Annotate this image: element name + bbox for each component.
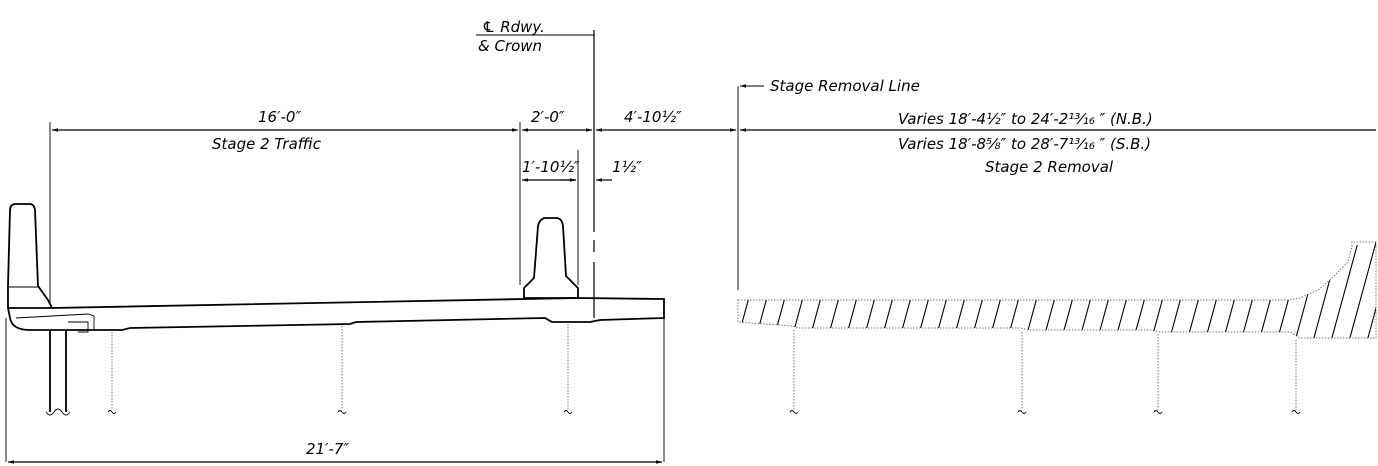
hatch-line xyxy=(1023,242,1055,338)
girder-3-break xyxy=(563,410,573,414)
barrier-offset-text: 2′-0″ xyxy=(531,108,565,126)
hatch-line xyxy=(1347,242,1376,338)
stage2-removal-section xyxy=(700,235,1377,414)
hatch-line xyxy=(1131,242,1163,338)
hatch-line xyxy=(1167,242,1199,338)
barrier-gap-text: 1½″ xyxy=(612,158,642,176)
varies-sb-text: Varies 18′-8⅝″ to 28′-7¹³⁄₁₆ ″ (S.B.) xyxy=(898,135,1151,153)
dimension-row-barrier: 1′-10½″ 1½″ xyxy=(522,158,642,182)
removal-outline xyxy=(737,241,1377,339)
exterior-girder-break xyxy=(45,408,71,416)
hatch-line xyxy=(1185,242,1217,338)
girder-2-break xyxy=(337,410,347,414)
hatch-line xyxy=(1329,242,1361,338)
removal-girder-2-break xyxy=(1017,410,1027,414)
removal-girder-3-break xyxy=(1153,410,1163,414)
hatch-line xyxy=(771,242,803,338)
hatch-line xyxy=(738,242,749,338)
hatch-line xyxy=(1077,242,1109,338)
stage2-traffic-text: Stage 2 Traffic xyxy=(212,135,322,153)
stage-removal-line-label: Stage Removal Line xyxy=(770,77,920,95)
hatch-line xyxy=(1149,242,1181,338)
stage-removal-line-callout: Stage Removal Line xyxy=(737,77,920,290)
bearing-detail xyxy=(68,321,89,333)
removal-hatching xyxy=(700,235,1376,345)
hatch-line xyxy=(1275,242,1307,338)
girder-1-break xyxy=(107,410,117,414)
hatch-line xyxy=(1239,242,1271,338)
hatch-line xyxy=(700,235,730,345)
exterior-girder-web xyxy=(49,330,67,412)
overall-width-text: 21′-7″ xyxy=(306,440,349,458)
hatch-line xyxy=(1095,242,1127,338)
hatch-line xyxy=(1113,242,1145,338)
removal-girder-4-break xyxy=(1291,410,1301,414)
hatch-line xyxy=(1311,242,1343,338)
removal-girder-1-break xyxy=(789,410,799,414)
temporary-barrier xyxy=(523,217,579,299)
dimension-row-primary: 16′-0″ Stage 2 Traffic 2′-0″ 4′-10½″ Var… xyxy=(49,108,1376,305)
hatch-line xyxy=(1293,242,1325,338)
centerline-callout: ℄ Rdwy. & Crown xyxy=(476,18,595,318)
hatch-line xyxy=(753,242,785,338)
stage2-removal-text: Stage 2 Removal xyxy=(985,158,1114,176)
deck-slab xyxy=(7,297,665,331)
varies-nb-text: Varies 18′-4½″ to 24′-2¹³⁄₁₆ ″ (N.B.) xyxy=(898,110,1153,128)
hatch-line xyxy=(1203,242,1235,338)
hatch-line xyxy=(738,242,767,338)
hatch-line xyxy=(1365,242,1376,338)
offset-to-removal-text: 4′-10½″ xyxy=(624,108,682,126)
stage2-deck-section xyxy=(5,203,665,462)
hatch-line xyxy=(1221,242,1253,338)
centerline-label: ℄ Rdwy. xyxy=(482,18,545,36)
deck-overhang-inner xyxy=(15,313,95,330)
crown-label: & Crown xyxy=(478,37,542,55)
hatch-line xyxy=(1059,242,1091,338)
hatch-line xyxy=(1041,242,1073,338)
traffic-width-text: 16′-0″ xyxy=(258,108,301,126)
overall-dimension: 21′-7″ xyxy=(8,440,662,464)
left-parapet xyxy=(7,203,54,309)
hatch-line xyxy=(1257,242,1289,338)
barrier-width-text: 1′-10½″ xyxy=(522,158,580,176)
